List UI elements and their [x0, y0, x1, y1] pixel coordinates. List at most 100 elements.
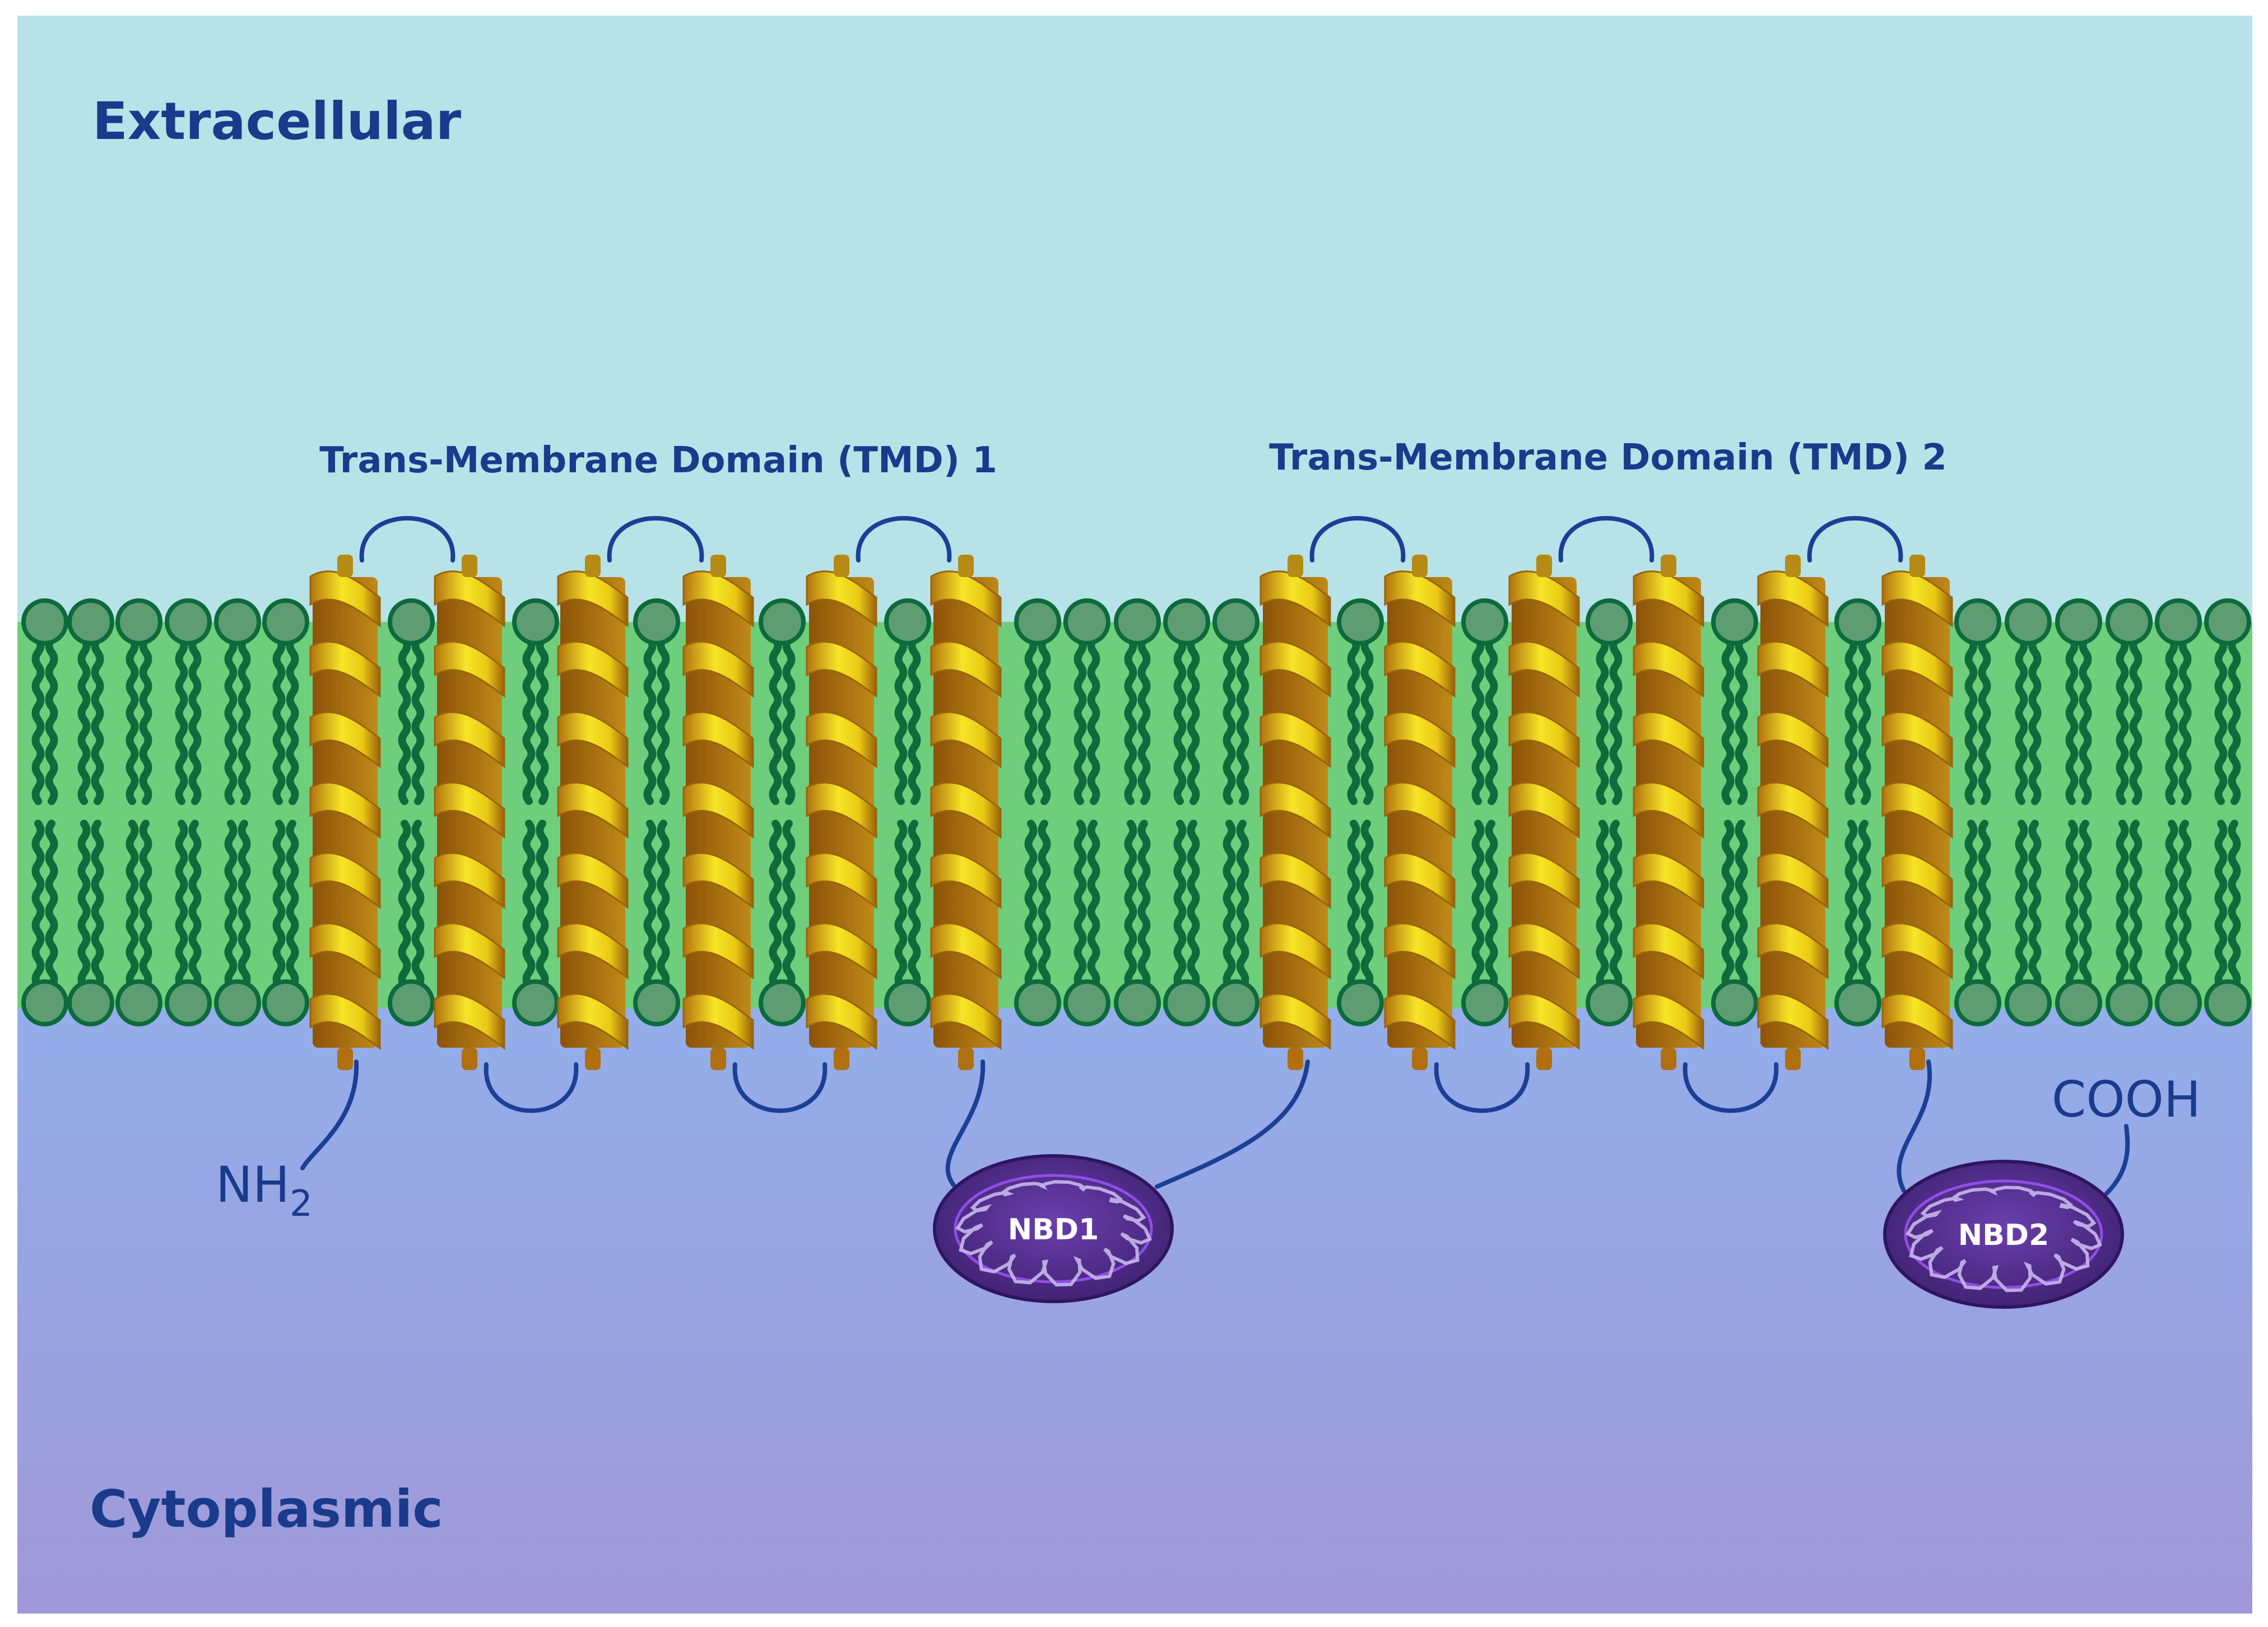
lipid-tail: [1858, 635, 1871, 805]
tmd2-label: Trans-Membrane Domain (TMD) 2: [1269, 437, 1947, 478]
lipid-tail: [1236, 635, 1249, 805]
lipid-tail: [1124, 820, 1137, 990]
helix-turn: [1757, 711, 1829, 769]
nbd1-linker-in: [945, 1059, 986, 1187]
lipid-head: [115, 598, 162, 645]
helix-cap: [1785, 1048, 1801, 1070]
lipid-head: [759, 598, 806, 645]
helix-turn: [309, 993, 381, 1050]
extracellular-loop: [359, 516, 456, 563]
helix-turn: [806, 641, 877, 698]
lipid-tail: [2165, 635, 2178, 805]
helix-turn: [1757, 993, 1829, 1050]
helix-turn: [1260, 641, 1331, 698]
helix-cap: [1909, 555, 1925, 577]
helix-turn: [1260, 711, 1331, 769]
lipid-tail: [139, 820, 152, 990]
helix-turn: [930, 852, 1002, 909]
lipid-tail: [1485, 820, 1498, 990]
lipid-tail: [1485, 635, 1498, 805]
lipid-tail: [175, 820, 188, 990]
lipid-head: [214, 598, 261, 645]
lipid-tail: [643, 820, 657, 990]
lipid-head: [21, 598, 68, 645]
lipid-tail: [1137, 635, 1151, 805]
lipid-tail: [1360, 820, 1374, 990]
lipid-tail: [188, 820, 202, 990]
lipid-tail: [2116, 635, 2129, 805]
helix-8: [1384, 555, 1456, 1070]
helix-turn: [434, 852, 505, 909]
helix-cap: [1661, 555, 1676, 577]
helix-turn: [434, 922, 505, 980]
lipid-head: [2106, 598, 2153, 645]
lipid-tail: [2228, 635, 2241, 805]
helix-turn: [1881, 993, 1953, 1050]
helix-turn: [1260, 570, 1331, 627]
helix-cap: [585, 555, 601, 577]
lipid-head: [1063, 979, 1110, 1026]
lipid-head: [633, 598, 680, 645]
helix-turn: [309, 641, 381, 698]
n-terminus-subscript: 2: [290, 1183, 313, 1225]
lipid-tail: [2178, 635, 2192, 805]
helix-turn: [682, 993, 754, 1050]
n-terminus-tail: [300, 1059, 359, 1170]
helix-turn: [1881, 570, 1953, 627]
lipid-head: [2005, 598, 2052, 645]
lipid-tail: [1844, 635, 1858, 805]
lipid-tail: [1471, 820, 1485, 990]
lipid-tail: [1721, 820, 1735, 990]
helix-turn: [434, 711, 505, 769]
lipid-tail: [31, 820, 45, 990]
lipid-head: [1014, 598, 1061, 645]
lipid-tail: [2228, 820, 2241, 990]
helix-cap: [1536, 555, 1552, 577]
lipid-tail: [769, 820, 782, 990]
lipid-tail: [2214, 820, 2228, 990]
lipid-tail: [2028, 635, 2042, 805]
helix-turn: [1757, 570, 1829, 627]
nbd2-coil-icon: [1906, 1186, 2103, 1293]
lipid-tail: [657, 820, 670, 990]
helix-cap: [1785, 555, 1801, 577]
helix-turn: [1384, 641, 1456, 698]
helix-turn: [434, 641, 505, 698]
lipid-tail: [31, 635, 45, 805]
helix-turn: [557, 993, 629, 1050]
lipid-tail: [1223, 635, 1236, 805]
helix-turn: [1508, 641, 1580, 698]
helix-turn: [1260, 852, 1331, 909]
lipid-head: [388, 979, 435, 1026]
helix-4: [682, 555, 754, 1070]
lipid-head: [1461, 598, 1508, 645]
helix-turn: [1384, 711, 1456, 769]
lipid-head: [2055, 979, 2102, 1026]
lipid-tail: [45, 635, 58, 805]
lipid-head: [1586, 979, 1633, 1026]
helix-6: [930, 555, 1002, 1070]
lipid-tail: [1471, 635, 1485, 805]
lipid-tail: [657, 635, 670, 805]
lipid-head: [165, 598, 212, 645]
helix-turn: [1633, 711, 1704, 769]
lipid-head: [1954, 979, 2001, 1026]
lipid-head: [633, 979, 680, 1026]
lipid-tail: [1596, 820, 1609, 990]
lipid-head: [67, 598, 114, 645]
c-terminus-label: COOH: [2052, 1071, 2201, 1128]
extracellular-region: [17, 16, 2252, 638]
lipid-tail: [1024, 635, 1038, 805]
helix-turn: [1633, 782, 1704, 839]
lipid-tail: [1844, 820, 1858, 990]
lipid-tail: [398, 820, 411, 990]
lipid-bilayer: [21, 598, 2251, 1026]
helix-turn: [806, 922, 877, 980]
helix-turn: [682, 852, 754, 909]
helix-cap: [337, 1048, 353, 1070]
cytoplasmic-loop: [732, 1062, 828, 1113]
helix-turn: [1633, 852, 1704, 909]
lipid-head: [884, 598, 931, 645]
